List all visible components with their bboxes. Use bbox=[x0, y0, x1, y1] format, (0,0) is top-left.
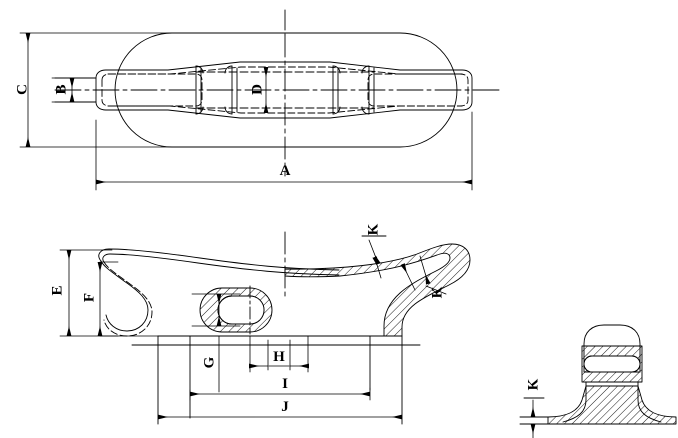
top-view-rib-arc-right2-top bbox=[361, 65, 370, 74]
dimension-label-F: F bbox=[81, 292, 98, 303]
dimension-label-D: D bbox=[249, 84, 266, 95]
side-view-horn-left-recurve-inner bbox=[103, 261, 153, 337]
dimension-A bbox=[95, 111, 473, 191]
end-view-base-flange-hatched bbox=[547, 385, 677, 425]
dimension-label-K3: K bbox=[525, 378, 542, 391]
dimension-H bbox=[249, 335, 309, 373]
dimension-label-E: E bbox=[49, 285, 66, 296]
side-view-horn-left-outer bbox=[98, 248, 340, 271]
top-view-left-pocket bbox=[107, 73, 203, 107]
dimension-label-B: B bbox=[53, 84, 70, 95]
dimension-K-leader-1 bbox=[361, 235, 387, 279]
dimension-label-H: H bbox=[273, 349, 285, 365]
dimension-B bbox=[51, 77, 97, 103]
top-view-rib-arc-left-bot bbox=[195, 106, 204, 115]
top-view bbox=[19, 9, 501, 191]
dimension-label-K2: K bbox=[429, 286, 446, 299]
top-view-rib-arc-right-bot bbox=[332, 106, 341, 115]
side-view-slot-opening bbox=[217, 295, 265, 325]
top-view-rib-arc-right2-bot bbox=[361, 106, 370, 115]
dimension-label-K1: K bbox=[365, 223, 382, 236]
top-view-rib-arc-left2-top bbox=[224, 65, 233, 74]
dimension-I bbox=[189, 387, 371, 401]
dimension-K-leader-2 bbox=[400, 255, 447, 295]
end-view-head-bore-outline bbox=[583, 355, 641, 373]
dimension-K3 bbox=[523, 397, 545, 438]
end-view-head-bore bbox=[583, 355, 641, 373]
side-view-horn-left-inner bbox=[102, 253, 340, 276]
dimension-G bbox=[191, 293, 241, 393]
end-view-head-outline bbox=[583, 324, 641, 373]
dimension-F bbox=[97, 261, 119, 337]
dimension-label-I: I bbox=[282, 376, 288, 392]
dimension-label-A: A bbox=[279, 163, 291, 179]
side-view-horn-left-recurve-outer bbox=[100, 260, 149, 332]
dimension-label-C: C bbox=[14, 84, 31, 95]
dimension-label-G: G bbox=[201, 356, 218, 369]
top-view-rib-arc-left-top bbox=[195, 65, 204, 74]
end-section-view bbox=[519, 324, 677, 438]
dimension-label-J: J bbox=[281, 399, 289, 415]
side-section-view bbox=[59, 231, 471, 425]
top-view-rib-arc-left2-bot bbox=[224, 106, 233, 115]
top-view-base-outline bbox=[114, 32, 458, 148]
top-view-right-pocket bbox=[367, 73, 463, 107]
top-view-body-outline bbox=[95, 61, 473, 119]
top-view-rib-arc-right-top bbox=[332, 65, 341, 74]
